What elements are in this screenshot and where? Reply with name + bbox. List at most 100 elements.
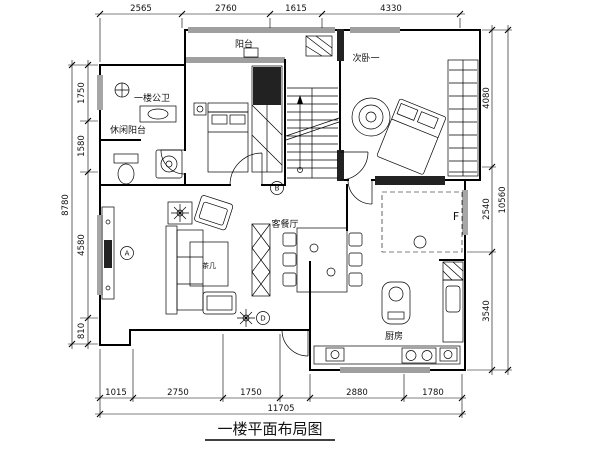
refrigerator	[442, 261, 464, 281]
dimension-label: 2565	[130, 4, 152, 14]
room-label-bathroom: 一楼公卫	[134, 92, 170, 104]
dimension-label: 3540	[482, 300, 492, 322]
downlight-icon	[413, 235, 427, 249]
stove	[401, 347, 437, 364]
wardrobe	[447, 59, 479, 177]
dimension-label: 2540	[482, 198, 492, 220]
room-labels: 阳台 次卧一 一楼公卫 休闲阳台 客餐厅 厨房 F	[110, 38, 459, 342]
elevation-marker-b: B	[270, 181, 284, 195]
stair-direction-arrow	[297, 95, 303, 104]
kitchen-island	[381, 281, 411, 325]
tv-cabinet	[101, 206, 115, 300]
dining-chair	[282, 232, 297, 247]
sliding-door-symbol	[185, 57, 285, 63]
wardrobe	[251, 65, 283, 173]
room-label-kitchen: 厨房	[385, 330, 403, 342]
dimension-label: 2880	[346, 388, 368, 398]
dining-chair	[348, 232, 363, 247]
plant-icon	[237, 309, 255, 327]
dimension-label: 1015	[105, 388, 127, 398]
balcony-items	[243, 35, 333, 58]
door-arc	[339, 151, 369, 181]
dining-table	[282, 227, 363, 293]
kitchen-fixtures	[313, 261, 464, 365]
dimension-label: 1615	[285, 4, 307, 14]
side-table-plant	[167, 201, 193, 225]
bed	[376, 98, 446, 175]
bed	[207, 102, 249, 173]
elevation-markers: A B D	[120, 181, 284, 325]
shear-wall	[375, 176, 445, 185]
toilet	[113, 153, 139, 185]
marker-letter: A	[125, 250, 130, 258]
ac-unit	[305, 35, 333, 57]
dimension-label: 2760	[215, 4, 237, 14]
dining-chair	[282, 272, 297, 287]
shear-wall	[337, 29, 344, 61]
dining-chair	[348, 252, 363, 267]
washbasin	[139, 105, 177, 123]
walls	[99, 29, 481, 371]
coffee-table: 茶几	[189, 241, 229, 287]
coffee-table-label: 茶几	[202, 261, 216, 270]
small-appliance	[439, 347, 458, 362]
room-label-balcony: 阳台	[235, 38, 253, 50]
dining-chair	[348, 272, 363, 287]
exhaust-fan-icon	[114, 82, 130, 98]
dimension-label: 810	[77, 323, 87, 339]
window-symbol	[188, 27, 335, 33]
staircase	[285, 87, 340, 179]
marker-letter: D	[260, 315, 265, 323]
living-room-furniture: 茶几	[101, 195, 363, 327]
drawing-title: 一楼平面布局图	[217, 420, 322, 438]
stair-break-line	[285, 117, 340, 141]
dimension-right: 4080 2540 3540 10560	[467, 25, 512, 375]
elevation-marker-d: D	[256, 311, 270, 325]
dimension-label: 1580	[77, 135, 87, 157]
window-symbols	[97, 27, 468, 373]
dining-chair	[282, 252, 297, 267]
armchair	[194, 195, 234, 231]
door-arc	[229, 152, 263, 186]
elevation-marker-a: A	[120, 246, 134, 260]
balcony-cabinet	[243, 47, 259, 58]
window-symbol	[340, 367, 430, 373]
door-arc	[347, 179, 373, 205]
dimension-bottom: 1015 2750 1750 2880 1780 11705	[95, 334, 466, 418]
room-label-bedroom: 次卧一	[352, 52, 379, 64]
dimension-label: 8780	[61, 194, 71, 216]
dimension-top: 2565 2760 1615 4330	[95, 4, 465, 62]
dimension-label: 4330	[380, 4, 402, 14]
drawing-title-block: 一楼平面布局图	[205, 420, 335, 441]
middle-bedroom-furniture	[193, 65, 283, 173]
marker-letter: B	[275, 185, 280, 193]
dimension-label: 10560	[498, 186, 508, 213]
dimension-label: 4080	[482, 87, 492, 109]
shear-wall	[337, 150, 344, 181]
dimension-label: 11705	[267, 404, 294, 414]
room-label-living-dining: 客餐厅	[271, 218, 298, 230]
window-symbol	[462, 190, 468, 235]
window-symbol	[350, 27, 400, 33]
dimension-label: 2750	[167, 388, 189, 398]
kitchen-counter	[313, 345, 461, 365]
door-arc	[281, 329, 309, 357]
dimension-label: 1750	[77, 82, 87, 104]
small-appliance	[325, 347, 345, 362]
kitchen-sink	[442, 279, 464, 343]
washing-machine	[155, 149, 183, 179]
bathroom-fixtures	[113, 82, 183, 185]
ceiling-outline	[381, 191, 463, 253]
hall-features	[381, 191, 463, 253]
dimension-label: 1780	[422, 388, 444, 398]
window-symbol	[97, 75, 103, 110]
partition-cabinet	[251, 223, 271, 297]
zone-f-label: F	[453, 210, 459, 223]
round-chair	[351, 97, 391, 137]
nightstand	[193, 102, 207, 116]
room-label-leisure-balcony: 休闲阳台	[110, 124, 146, 136]
second-bedroom-furniture	[351, 59, 479, 177]
dimension-label: 1750	[240, 388, 262, 398]
dimension-left: 1750 1580 4580 810 8780	[61, 60, 98, 349]
